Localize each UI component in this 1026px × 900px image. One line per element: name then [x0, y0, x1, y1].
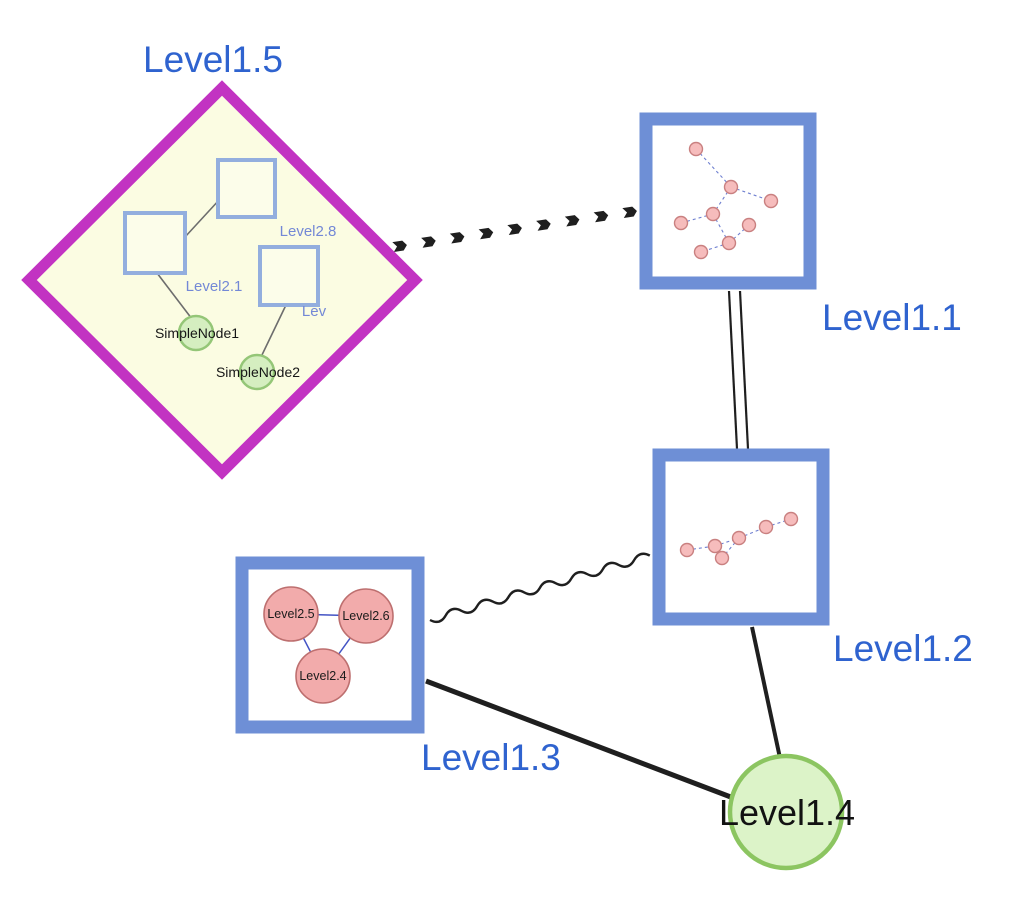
edge-level13-to-level14: [425, 678, 737, 802]
node-simplenode1[interactable]: [177, 314, 215, 352]
inner-edge: [765, 518, 792, 528]
node-simplenode2[interactable]: [238, 353, 276, 391]
inner-node[interactable]: [714, 550, 730, 566]
node-lev-label: Lev: [302, 303, 327, 320]
node-level2-4-label: Level2.4: [299, 669, 346, 683]
inner-edge: [714, 537, 740, 547]
group-level1-2-label: Level1.2: [833, 628, 973, 669]
inner-node[interactable]: [731, 530, 747, 546]
inner-edge-lev-simplenode2: [260, 304, 287, 358]
inner-node[interactable]: [673, 215, 689, 231]
node-level2-1[interactable]: [123, 211, 187, 275]
edge-level12-to-level14: [750, 626, 782, 759]
edge-level11-to-level12-double: [727, 290, 750, 450]
inner-node[interactable]: [763, 193, 779, 209]
edge-level15-to-level11-arrow: [392, 206, 638, 252]
group-level1-1-shape[interactable]: [639, 112, 817, 290]
inner-node[interactable]: [707, 538, 723, 554]
group-level1-1: Level1.1: [639, 112, 962, 338]
node-simplenode2-label: SimpleNode2: [216, 364, 300, 380]
node-level2-4[interactable]: [295, 648, 351, 704]
node-level1-4[interactable]: [727, 753, 845, 871]
node-level1-4-label: Level1.4: [719, 792, 855, 833]
node-simplenode1-label: SimpleNode1: [155, 325, 239, 341]
node-level2-6-label: Level2.6: [342, 609, 389, 623]
inner-edge: [686, 545, 716, 551]
inner-node[interactable]: [693, 244, 709, 260]
node-level2-6[interactable]: [338, 588, 394, 644]
inner-node[interactable]: [723, 179, 739, 195]
inner-node[interactable]: [721, 235, 737, 251]
inner-node[interactable]: [783, 511, 799, 527]
inner-edge: [721, 537, 740, 559]
edge-level13-to-level12-wavy: [429, 552, 651, 624]
group-level1-1-inner-graph: [673, 141, 779, 260]
inner-edge-level21-simplenode1: [156, 272, 193, 320]
group-level1-3-label: Level1.3: [421, 737, 561, 778]
node-level2-8[interactable]: [216, 158, 277, 219]
group-level1-5-shape[interactable]: [21, 80, 423, 480]
inner-node[interactable]: [705, 206, 721, 222]
node-level2-8-label: Level2.8: [280, 223, 337, 240]
inner-node[interactable]: [688, 141, 704, 157]
node-level1-4-group: Level1.4: [719, 753, 855, 871]
inner-node[interactable]: [741, 217, 757, 233]
node-level2-5-label: Level2.5: [267, 607, 314, 621]
group-level1-3: Level2.5 Level2.6 Level2.4 Level1.3: [235, 556, 561, 778]
group-level1-5: Level1.5 Level2.8 Level2.1 Lev SimpleNod…: [21, 39, 423, 480]
inner-node[interactable]: [758, 519, 774, 535]
group-level1-1-label: Level1.1: [822, 297, 962, 338]
inner-edge: [728, 224, 750, 244]
group-level1-2-inner-graph: [679, 511, 799, 566]
group-level1-2-shape[interactable]: [652, 448, 830, 626]
node-lev[interactable]: [258, 245, 320, 307]
inner-edge: [695, 148, 732, 188]
group-level1-5-label: Level1.5: [143, 39, 283, 80]
inner-node[interactable]: [679, 542, 695, 558]
node-level2-1-label: Level2.1: [186, 278, 243, 295]
group-level1-2: Level1.2: [652, 448, 973, 669]
group-level1-3-inner-graph: Level2.5 Level2.6 Level2.4: [263, 586, 394, 704]
node-level2-5[interactable]: [263, 586, 319, 642]
inner-edge-level21-level28: [184, 198, 221, 238]
